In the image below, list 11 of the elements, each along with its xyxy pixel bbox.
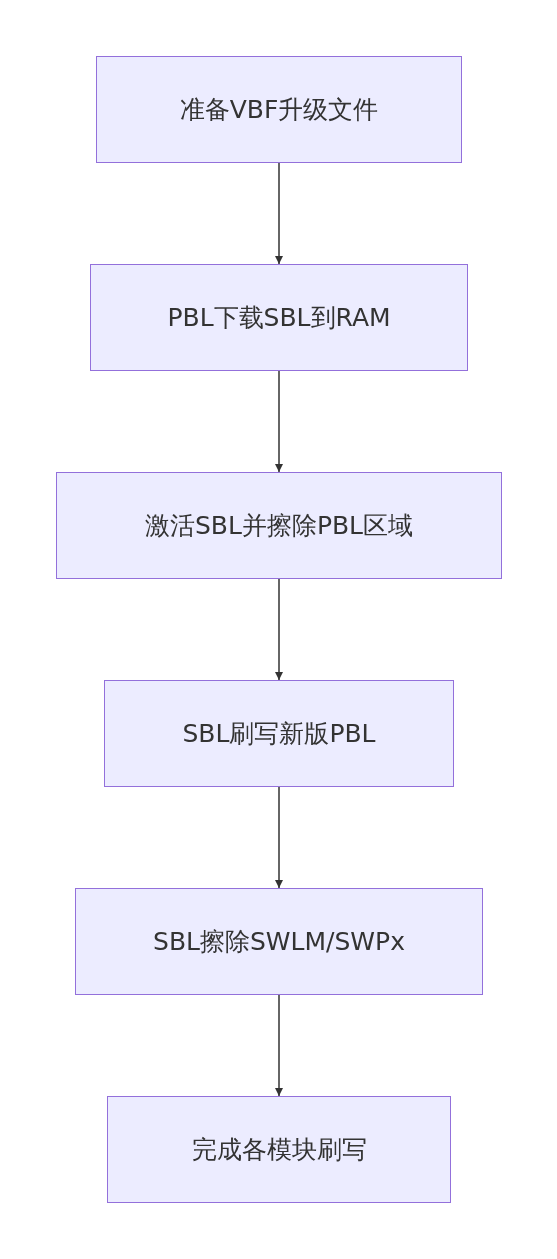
process-box: SBL擦除SWLM/SWPx bbox=[75, 888, 483, 995]
arrow bbox=[275, 578, 283, 681]
arrow bbox=[275, 370, 283, 473]
process-box: PBL下载SBL到RAM bbox=[90, 264, 468, 371]
process-box: 激活SBL并擦除PBL区域 bbox=[56, 472, 502, 579]
process-box: 准备VBF升级文件 bbox=[96, 56, 462, 163]
arrow bbox=[275, 994, 283, 1097]
process-box: 完成各模块刷写 bbox=[107, 1096, 451, 1203]
arrow bbox=[275, 786, 283, 889]
arrow bbox=[275, 162, 283, 265]
process-box: SBL刷写新版PBL bbox=[104, 680, 454, 787]
